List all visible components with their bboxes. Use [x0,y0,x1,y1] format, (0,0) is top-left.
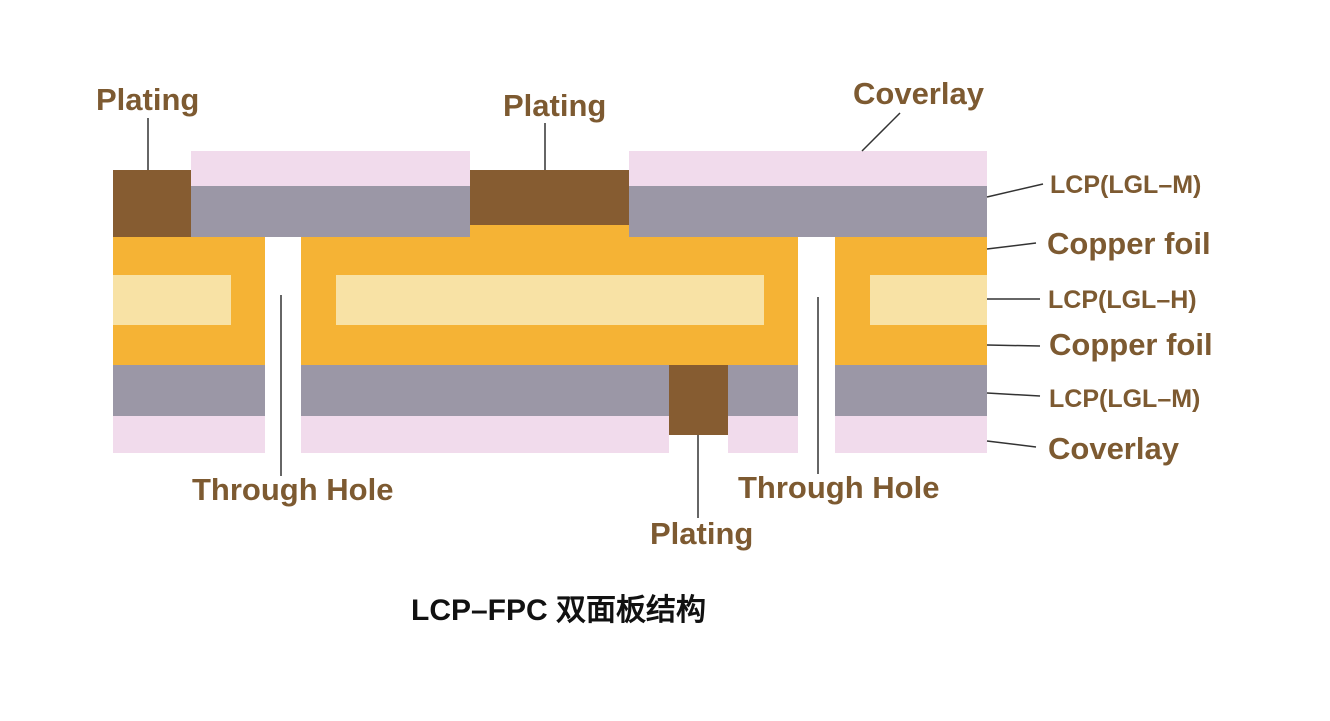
lcp-m-top-right [629,186,987,237]
label-coverlay-bottom: Coverlay [1048,431,1179,466]
lcp-m-bottom-left [113,365,265,416]
coverlay-top-left [191,151,470,186]
leader-lcp-m-top [986,183,1044,198]
label-lcp-m-top: LCP(LGL–M) [1050,171,1202,199]
label-coverlay-top: Coverlay [853,76,984,111]
diagram-caption: LCP–FPC 双面板结构 [411,594,707,627]
lcp-h-left [113,275,231,325]
label-copper-foil-top: Copper foil [1047,226,1211,261]
label-lcp-h: LCP(LGL–H) [1048,286,1197,314]
leader-copper-top [986,242,1037,250]
label-through-hole-left: Through Hole [192,472,394,507]
label-plating-top-mid: Plating [503,88,607,123]
plating-pad-top-mid [470,170,629,225]
label-through-hole-right: Through Hole [738,470,940,505]
lcp-h-mid [336,275,764,325]
label-plating-top-left: Plating [96,82,200,117]
leader-coverlay-bottom [986,440,1037,448]
lcp-m-bottom-right [835,365,987,416]
leader-copper-bottom [986,344,1041,347]
coverlay-bottom-mid-b [728,416,798,453]
label-copper-foil-bottom: Copper foil [1049,327,1213,362]
coverlay-bottom-right [835,416,987,453]
coverlay-bottom-left [113,416,265,453]
leader-lcp-m-bottom [986,392,1041,397]
coverlay-bottom-mid-a [301,416,669,453]
lcp-h-right [870,275,987,325]
plating-pad-bottom [669,365,728,435]
coverlay-top-right [629,151,987,186]
lcp-m-top-left [191,186,470,237]
label-plating-bottom: Plating [650,516,754,551]
lcp-m-bottom-mid-b [728,365,798,416]
label-lcp-m-bottom: LCP(LGL–M) [1049,385,1201,413]
plating-pad-top-left [113,170,191,237]
lcp-m-bottom-mid-a [301,365,669,416]
leader-coverlay-top [861,112,901,152]
